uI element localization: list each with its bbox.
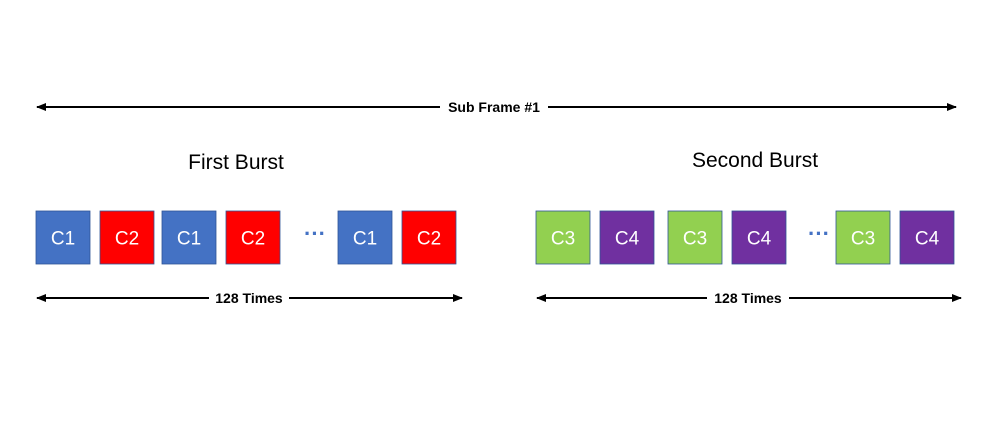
second-burst-cells: C3 C4 C3 C4 ··· C3 C4 — [535, 210, 955, 265]
subframe-arrow: Sub Frame #1 — [36, 99, 957, 115]
cell-c4-box — [899, 210, 955, 265]
cell-c4-label: C4 — [915, 229, 940, 250]
second-burst-repeat-arrow: 128 Times — [536, 290, 962, 306]
cell-c4-label: C4 — [747, 229, 772, 250]
second-burst-repeat-label: 128 Times — [714, 290, 782, 306]
cell-c1-label: C1 — [177, 229, 201, 250]
cell-c3-label: C3 — [851, 229, 875, 250]
cell-c3-box — [835, 210, 891, 265]
first-burst-repeat-label: 128 Times — [215, 290, 283, 306]
cell-c4-label: C4 — [615, 229, 640, 250]
first-burst-title: First Burst — [188, 151, 284, 174]
cell-c2-box — [99, 210, 155, 265]
cell-c2-box — [401, 210, 457, 265]
cell-c2-label: C2 — [115, 229, 139, 250]
cell-c2-box — [225, 210, 281, 265]
cell-c3-box — [667, 210, 723, 265]
cell-c1-box — [337, 210, 393, 265]
ellipsis: ··· — [808, 221, 830, 246]
second-burst-title: Second Burst — [692, 149, 818, 172]
cell-c2-label: C2 — [417, 229, 441, 250]
cell-c3-label: C3 — [683, 229, 707, 250]
cell-c1-box — [161, 210, 217, 265]
subframe-label: Sub Frame #1 — [448, 99, 540, 115]
ellipsis: ··· — [304, 221, 326, 246]
cell-c3-box — [535, 210, 591, 265]
cell-c1-label: C1 — [353, 229, 377, 250]
cell-c1-box — [35, 210, 91, 265]
cell-c2-label: C2 — [241, 229, 265, 250]
first-burst-cells: C1 C2 C1 C2 ··· C1 C2 — [35, 210, 457, 265]
cell-c3-label: C3 — [551, 229, 575, 250]
cell-c1-label: C1 — [51, 229, 75, 250]
cell-c4-box — [731, 210, 787, 265]
first-burst-repeat-arrow: 128 Times — [36, 290, 463, 306]
cell-c4-box — [599, 210, 655, 265]
